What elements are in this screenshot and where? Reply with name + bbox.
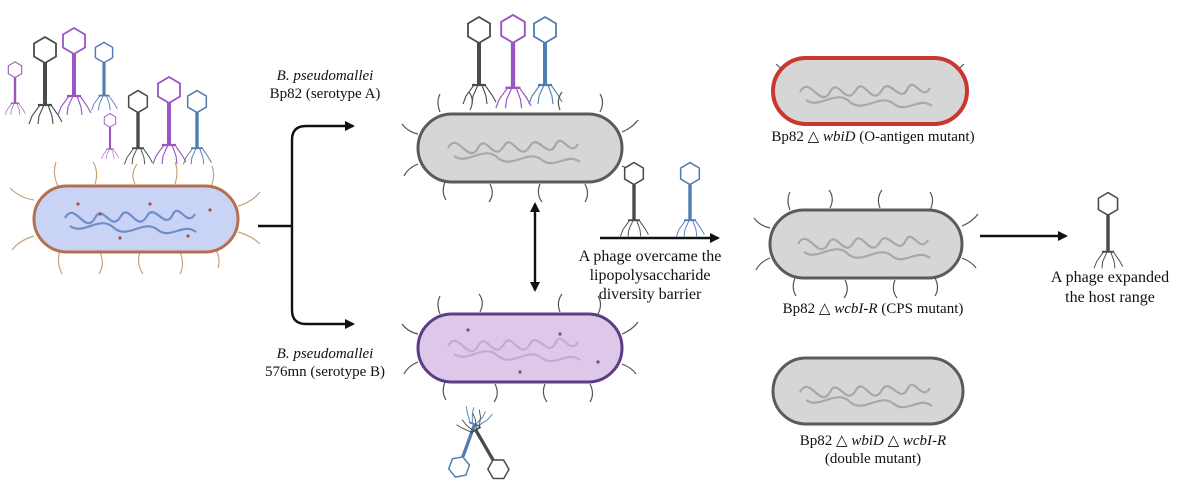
mutant-type: (CPS mutant) — [881, 301, 964, 317]
species-name: B. pseudomallei — [276, 68, 374, 84]
strain-prefix: Bp82 △ — [799, 433, 848, 449]
bacterium-serotype-b — [401, 293, 639, 403]
deletion-symbol: △ — [887, 433, 900, 449]
gene-name: wbiD — [822, 129, 856, 145]
phage-cluster-top — [461, 13, 564, 110]
label-line: A phage expanded — [1050, 269, 1170, 286]
phage-icon — [123, 89, 154, 166]
phage-icon — [56, 26, 93, 117]
bacterium-double-mutant — [771, 356, 965, 426]
phage-cluster-bottom — [441, 403, 517, 487]
phage-icon — [619, 161, 650, 238]
mutant-type: (double mutant) — [824, 451, 922, 467]
bacterium-blue — [9, 161, 261, 275]
phage-icon — [461, 15, 498, 106]
label-line: lipopolysaccharide — [589, 267, 711, 284]
branch-connector — [258, 121, 355, 329]
species-name: B. pseudomallei — [276, 346, 374, 362]
strain-prefix: Bp82 △ — [771, 129, 820, 145]
phage-icon — [1092, 191, 1124, 270]
phage-icon — [27, 35, 64, 126]
gene-name: wbiD — [851, 433, 884, 449]
gene-name: wcbI-R — [902, 433, 947, 449]
label-line: the host range — [1065, 289, 1155, 306]
label-line: diversity barrier — [598, 286, 702, 303]
phage-icon — [675, 161, 706, 238]
bacterium-serotype-a — [401, 91, 639, 203]
phage-icon — [527, 15, 564, 106]
phage-icon — [494, 13, 533, 110]
gene-name: wcbI-R — [834, 301, 878, 317]
bacterium-wcbi-mutant — [753, 189, 979, 299]
serotype-a-label: B. pseudomallei Bp82 (serotype A) — [255, 67, 395, 103]
wbid-mutant-label: Bp82 △ wbiD (O-antigen mutant) — [758, 128, 988, 146]
phage-icon — [182, 89, 213, 166]
phage-cluster-left — [4, 26, 213, 166]
label-line: A phage overcame the — [578, 248, 722, 265]
mutant-type: (O-antigen mutant) — [859, 129, 975, 145]
phage-pair-middle — [619, 161, 706, 238]
strain-name: Bp82 (serotype A) — [269, 86, 381, 102]
phage-icon — [4, 60, 27, 116]
overcame-barrier-label: A phage overcame the lipopolysaccharide … — [560, 247, 740, 304]
phage-icon — [90, 41, 119, 112]
wcbi-mutant-label: Bp82 △ wcbI-R (CPS mutant) — [758, 300, 988, 318]
phage-icon — [100, 112, 120, 160]
phage-icon — [151, 75, 188, 166]
strain-prefix: Bp82 △ — [782, 301, 831, 317]
bacterium-wbid-mutant — [771, 56, 969, 126]
double-mutant-label: Bp82 △ wbiD △ wcbI-R (double mutant) — [758, 432, 988, 468]
strain-name: 576mn (serotype B) — [265, 364, 385, 380]
expanded-host-label: A phage expanded the host range — [1040, 268, 1180, 308]
serotype-b-label: B. pseudomallei 576mn (serotype B) — [255, 345, 395, 381]
